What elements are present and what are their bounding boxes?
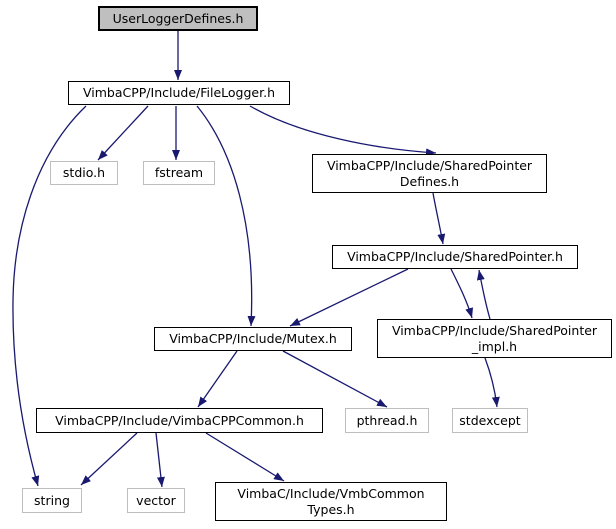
edge-sharedpointer-to-sharedpointerimpl xyxy=(450,268,474,319)
edge-filelogger-to-stdio xyxy=(97,105,149,161)
node-label-stdio: stdio.h xyxy=(62,165,106,180)
node-vmbcommontypes[interactable]: VimbaC/Include/VmbCommon Types.h xyxy=(215,482,447,521)
node-label-filelogger: VimbaCPP/Include/FileLogger.h xyxy=(82,85,275,100)
node-sharedpointerimpl[interactable]: VimbaCPP/Include/SharedPointer _impl.h xyxy=(377,319,612,358)
edge-mutex-to-vimbacppcommon xyxy=(197,350,238,408)
node-string: string xyxy=(22,488,82,513)
node-label-pthread: pthread.h xyxy=(356,412,418,428)
node-vector: vector xyxy=(127,488,185,513)
edge-vimbacppcommon-to-vector xyxy=(155,432,165,488)
node-label-userloggerdefines: UserLoggerDefines.h xyxy=(112,10,244,26)
node-label-sharedpointerimpl: VimbaCPP/Include/SharedPointer _impl.h xyxy=(391,322,598,354)
edge-sharedpointerimpl-to-sharedpointer xyxy=(476,269,491,320)
node-mutex[interactable]: VimbaCPP/Include/Mutex.h xyxy=(154,327,352,351)
edge-sharedpointerdefines-to-sharedpointer xyxy=(432,192,446,245)
node-label-string: string xyxy=(34,492,70,508)
node-label-vector: vector xyxy=(136,492,176,508)
node-sharedpointer[interactable]: VimbaCPP/Include/SharedPointer.h xyxy=(332,245,578,269)
node-stdexcept: stdexcept xyxy=(452,408,528,433)
edge-sharedpointerimpl-to-stdexcept xyxy=(484,357,500,408)
node-label-vimbacppcommon: VimbaCPP/Include/VimbaCPPCommon.h xyxy=(55,412,304,428)
node-label-sharedpointer: VimbaCPP/Include/SharedPointer.h xyxy=(347,249,563,264)
node-vimbacppcommon[interactable]: VimbaCPP/Include/VimbaCPPCommon.h xyxy=(36,408,323,433)
edge-vimbacppcommon-to-string xyxy=(80,432,138,486)
edge-filelogger-to-sharedpointerdefines xyxy=(249,105,437,157)
node-userloggerdefines: UserLoggerDefines.h xyxy=(98,6,258,31)
node-stdio: stdio.h xyxy=(50,161,118,185)
node-pthread: pthread.h xyxy=(345,408,429,433)
node-label-stdexcept: stdexcept xyxy=(459,412,521,428)
node-label-fstream: fstream xyxy=(154,165,204,180)
node-label-vmbcommontypes: VimbaC/Include/VmbCommon Types.h xyxy=(237,485,425,517)
node-sharedpointerdefines[interactable]: VimbaCPP/Include/SharedPointer Defines.h xyxy=(312,154,547,193)
node-fstream: fstream xyxy=(143,161,215,185)
edge-sharedpointer-to-mutex xyxy=(289,268,409,327)
node-label-mutex: VimbaCPP/Include/Mutex.h xyxy=(169,331,337,346)
edge-filelogger-to-mutex xyxy=(196,105,256,327)
node-filelogger[interactable]: VimbaCPP/Include/FileLogger.h xyxy=(68,81,290,105)
node-label-sharedpointerdefines: VimbaCPP/Include/SharedPointer Defines.h xyxy=(326,157,533,189)
edge-mutex-to-pthread xyxy=(282,350,388,408)
edge-vimbacppcommon-to-vmbcommontypes xyxy=(205,432,285,482)
